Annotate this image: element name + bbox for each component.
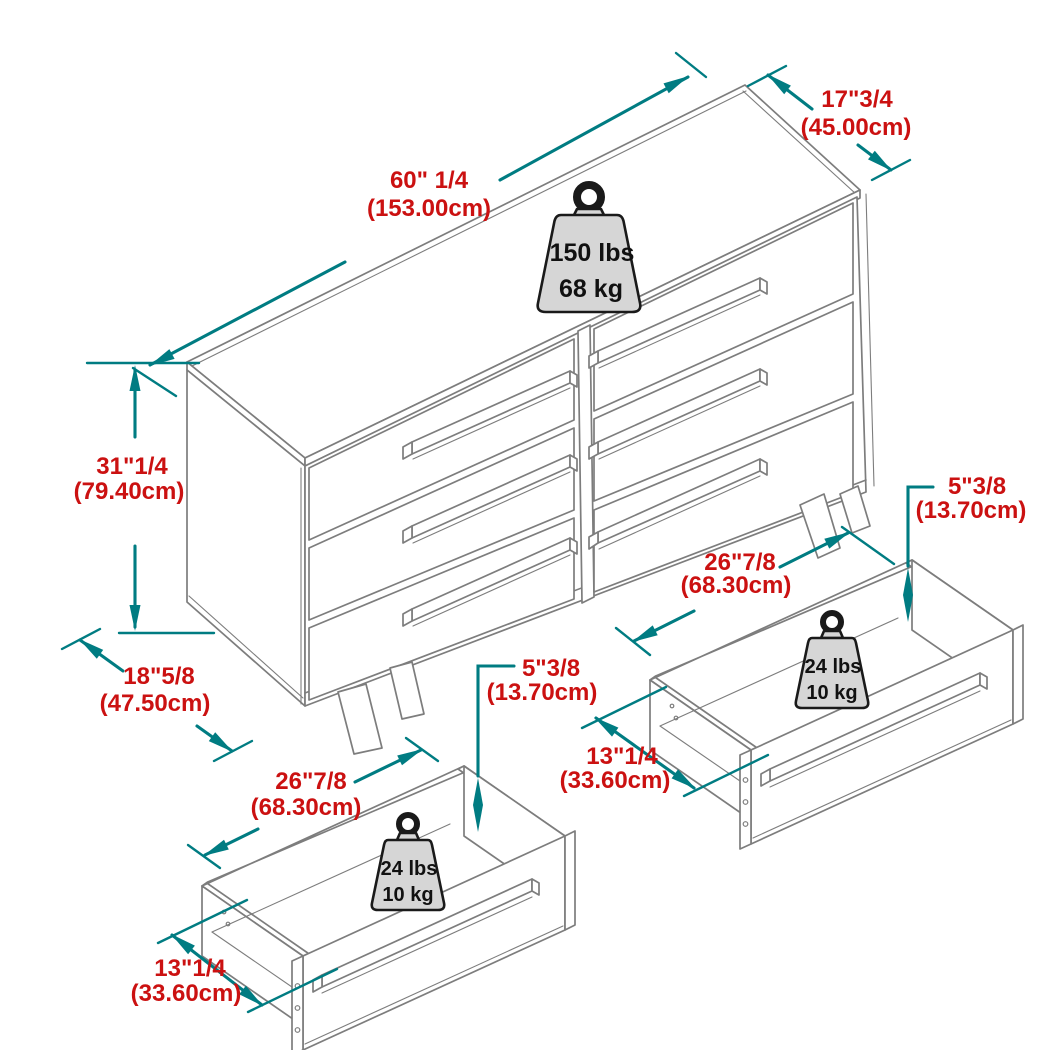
dresser-leg	[839, 485, 871, 534]
dresser-leg	[389, 661, 425, 720]
weight-icon-24lbs-center: 24 lbs 10 kg	[370, 812, 446, 912]
width-label-cm: (153.00cm)	[367, 195, 491, 222]
drawer-height-label-inches: 5"3/8	[522, 655, 580, 682]
top-right-edge-inner	[742, 90, 857, 195]
weight-capacity-kg: 10 kg	[806, 682, 857, 704]
height-label-inches: 31"1/4	[96, 453, 168, 480]
top-depth-label-inches: 17"3/4	[821, 86, 893, 113]
dimension-drawer-center-depth: 13"1/4 (33.60cm)	[131, 898, 339, 1014]
weight-icon-24lbs-right: 24 lbs 10 kg	[794, 610, 870, 710]
dimension-drawer-right-height: 5"3/8 (13.70cm)	[903, 473, 1026, 622]
weight-capacity-lbs: 24 lbs	[381, 858, 438, 880]
weight-capacity-lbs: 24 lbs	[805, 656, 862, 678]
base-depth-label-cm: (47.50cm)	[100, 690, 211, 717]
drawer-width-label-cm: (68.30cm)	[251, 794, 362, 821]
right-edge-inner	[865, 193, 875, 487]
drawer-handle	[588, 458, 768, 550]
dimension-height: 31"1/4 (79.40cm)	[74, 361, 216, 635]
dimension-drawer-right-width: 26"7/8 (68.30cm)	[614, 525, 896, 657]
drawer-depth-label-inches: 13"1/4	[586, 743, 658, 770]
dimension-width: 60" 1/4 (153.00cm)	[131, 51, 708, 398]
weight-body	[370, 838, 446, 912]
dresser-illustration	[186, 84, 875, 755]
drawer-width-label-cm: (68.30cm)	[681, 572, 792, 599]
drawer-handle	[402, 454, 578, 544]
drawer-height-label-inches: 5"3/8	[948, 473, 1006, 500]
left-panel-bottom-inner	[188, 595, 304, 699]
top-back-edge-inner	[189, 90, 747, 368]
dimension-drawer-right-depth: 13"1/4 (33.60cm)	[560, 685, 770, 798]
drawer-handle	[588, 368, 768, 460]
base-depth-label-inches: 18"5/8	[123, 663, 194, 690]
weight-capacity-kg: 10 kg	[382, 884, 433, 906]
weight-ring	[396, 812, 420, 836]
drawer-front	[593, 301, 854, 502]
drawer-front	[308, 517, 575, 701]
dresser-leg	[337, 683, 383, 755]
weight-capacity-lbs: 150 lbs	[550, 239, 635, 267]
drawer-width-label-inches: 26"7/8	[275, 768, 346, 795]
weight-ring	[820, 610, 844, 634]
weight-body	[536, 213, 642, 314]
drawer-handle	[588, 277, 768, 369]
drawer-height-label-cm: (13.70cm)	[916, 497, 1027, 524]
drawer-depth-label-cm: (33.60cm)	[560, 767, 671, 794]
center-divider	[577, 324, 595, 604]
weight-capacity-kg: 68 kg	[559, 275, 623, 303]
weight-body	[794, 636, 870, 710]
height-label-cm: (79.40cm)	[74, 478, 185, 505]
dimension-drawer-center-height: 5"3/8 (13.70cm)	[473, 655, 597, 832]
drawer-handle	[402, 370, 578, 460]
weight-icon-150lbs: 150 lbs 68 kg	[536, 181, 642, 314]
width-label-inches: 60" 1/4	[390, 167, 469, 194]
drawer-width-label-inches: 26"7/8	[704, 549, 775, 576]
dimension-base-depth: 18"5/8 (47.50cm)	[60, 627, 254, 763]
drawer-depth-label-inches: 13"1/4	[154, 955, 226, 982]
dimension-drawer-center-width: 26"7/8 (68.30cm)	[186, 736, 440, 870]
drawer-handle	[402, 537, 578, 627]
drawer-height-label-cm: (13.70cm)	[487, 679, 598, 706]
top-depth-label-cm: (45.00cm)	[801, 114, 912, 141]
drawer-depth-label-cm: (33.60cm)	[131, 980, 242, 1007]
dimension-top-depth: 17"3/4 (45.00cm)	[746, 64, 912, 182]
